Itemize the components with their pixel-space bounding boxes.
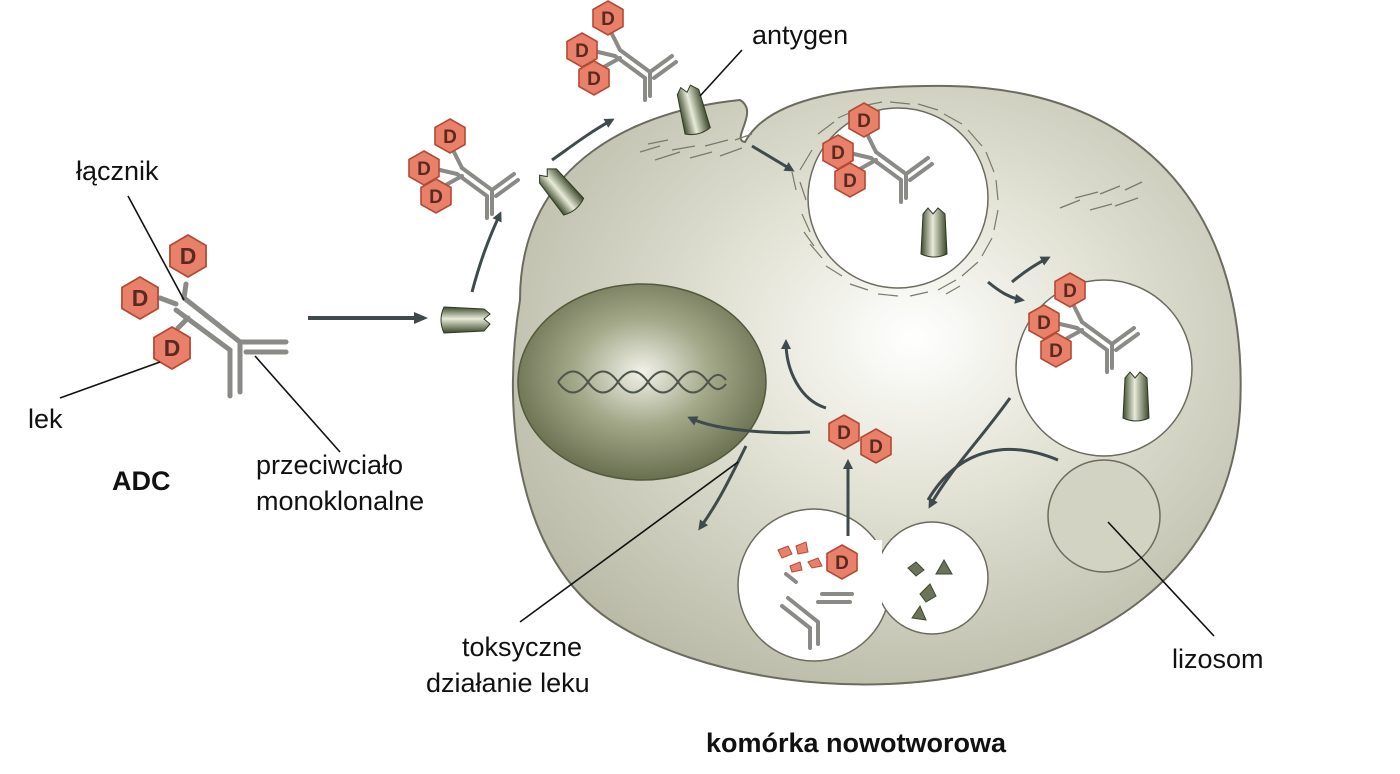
toxic-label-line1: toksyczne: [462, 632, 582, 662]
degradation-vesicle: [737, 508, 989, 662]
antigen-receptor: [440, 306, 491, 334]
drug-icon: [860, 428, 892, 464]
toxic-label-line2: działanie leku: [426, 668, 590, 698]
drug-icon: [121, 276, 159, 320]
antigen-receptor: [1122, 371, 1150, 422]
drug-leader-line: [59, 361, 161, 399]
antigen-receptor: [920, 207, 948, 258]
antibody-leader-line: [254, 355, 341, 453]
antigen-label: antygen: [752, 20, 848, 50]
drug-icon: [828, 414, 860, 450]
membrane-fibres: [639, 133, 1143, 211]
antibody-label-line1: przeciwciało: [256, 450, 403, 480]
antigen-fragments: [907, 558, 953, 621]
nucleus: [517, 283, 767, 481]
linker-label: łącznik: [76, 156, 159, 186]
lysosome: [1047, 459, 1161, 573]
degraded-antibody: [780, 572, 854, 650]
antigen-leader-line: [699, 49, 743, 97]
drug-icon: [169, 234, 207, 278]
drug-fragments: [777, 541, 823, 573]
pathway-arrows: [470, 118, 1059, 536]
adc-bound-stage2: [567, 1, 676, 100]
adc-molecule: [121, 234, 289, 399]
antibody-label-line2: monoklonalne: [256, 486, 424, 516]
lysosome-leader-line: [1107, 521, 1215, 637]
cell-label: komórka nowotworowa: [706, 728, 1007, 758]
dna-helix: [557, 370, 727, 394]
linker-leader-line: [127, 195, 185, 301]
drug-label: lek: [28, 404, 63, 434]
adc-label: ADC: [112, 466, 171, 496]
adc-bound-stage1: [409, 119, 518, 218]
antigen-receptor: [676, 84, 711, 136]
antigen-receptor: [539, 168, 585, 216]
lysosome-label: lizosom: [1172, 644, 1264, 674]
toxic-leader-line: [519, 461, 739, 623]
drug-icon: [826, 544, 858, 580]
